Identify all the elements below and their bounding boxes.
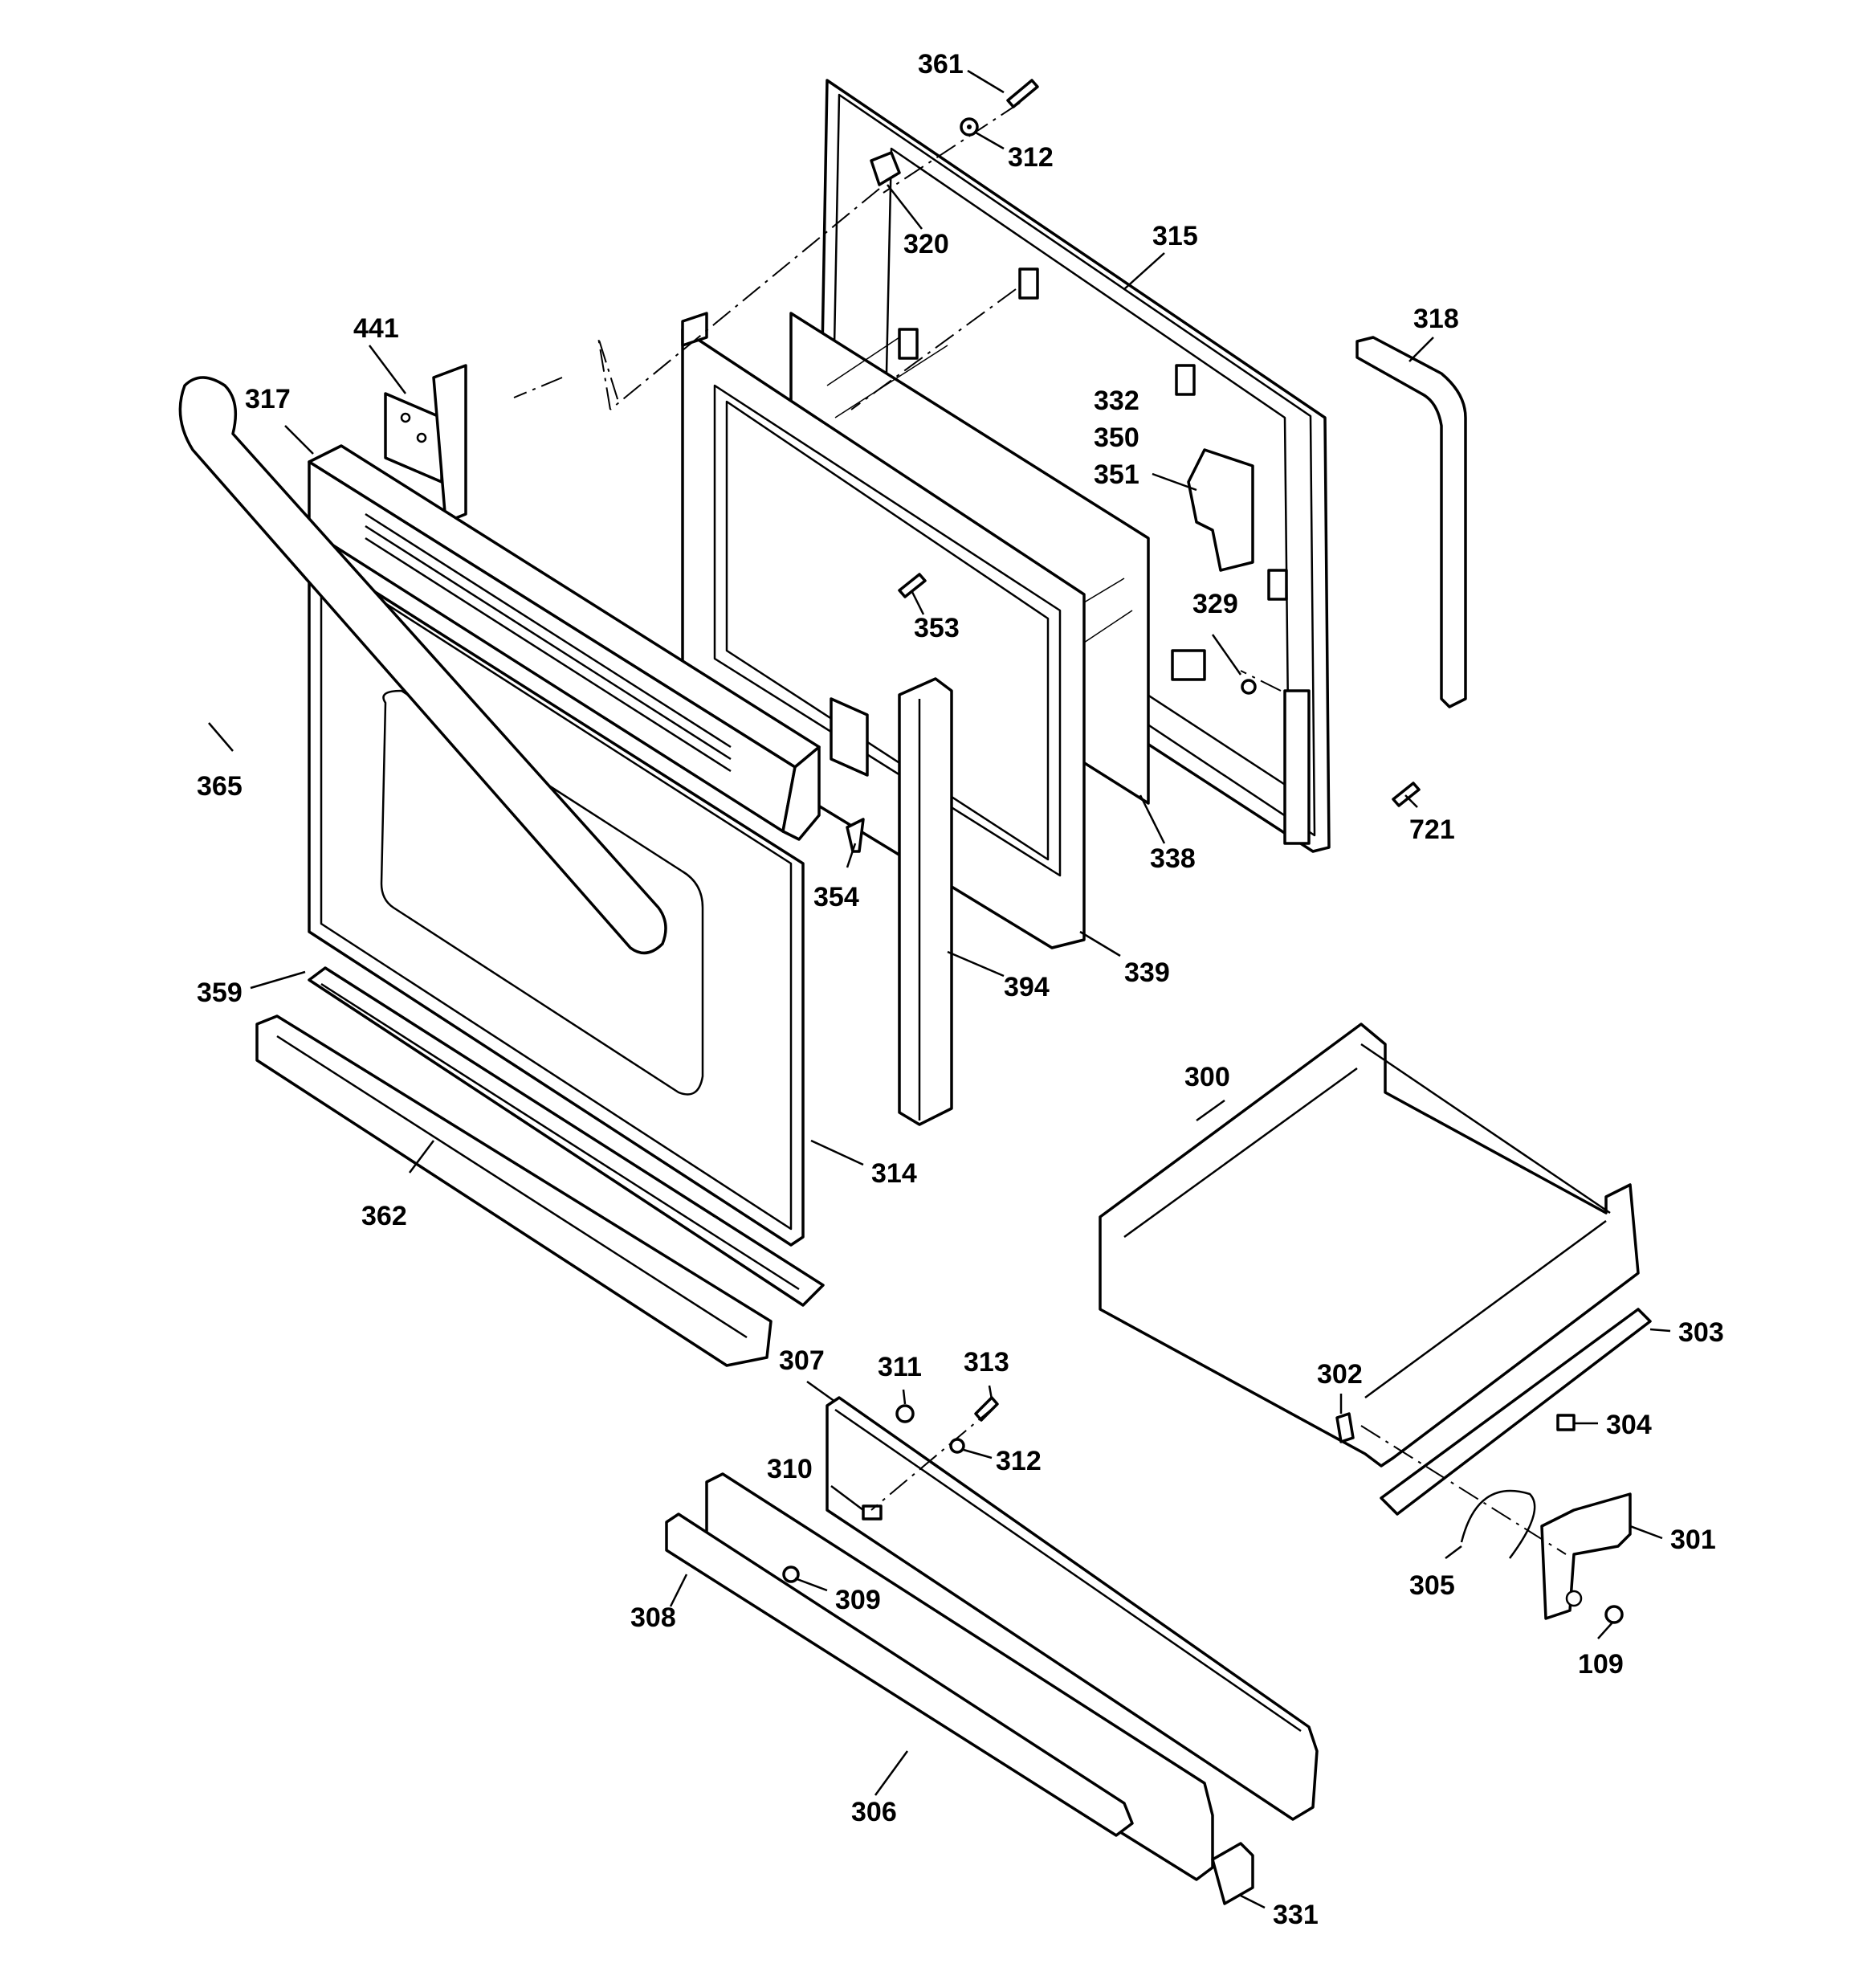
bottom-trim (308, 966, 825, 1307)
label-721: 721 (1409, 814, 1455, 845)
label-394: 394 (1004, 972, 1050, 1002)
screw-309 (782, 1565, 800, 1583)
label-314: 314 (871, 1158, 917, 1189)
clip-304 (1556, 1414, 1576, 1431)
label-304: 304 (1606, 1410, 1652, 1440)
label-109: 109 (1578, 1649, 1624, 1680)
label-318: 318 (1413, 304, 1459, 334)
label-351: 351 (1094, 459, 1139, 490)
rear-bracket (1540, 1492, 1632, 1620)
nut-311 (895, 1404, 915, 1423)
label-309: 309 (835, 1585, 881, 1615)
inner-door-liner (817, 79, 1331, 853)
clip-310 (862, 1504, 883, 1521)
label-320: 320 (903, 229, 949, 259)
label-332: 332 (1094, 386, 1139, 416)
glass-frame (681, 312, 1086, 949)
washer-312-top (960, 117, 979, 137)
label-311: 311 (878, 1352, 922, 1382)
label-308: 308 (630, 1602, 676, 1633)
assembly-lines (513, 102, 1567, 1555)
door-handle (178, 376, 667, 955)
label-339: 339 (1124, 957, 1170, 988)
label-313: 313 (964, 1347, 1009, 1378)
vent-trim (308, 444, 821, 841)
nut-109 (1604, 1605, 1624, 1624)
drawer-front-panel (826, 1396, 1319, 1821)
label-331: 331 (1273, 1900, 1319, 1930)
door-gasket (1355, 336, 1467, 708)
bushing-302 (1335, 1412, 1355, 1443)
label-307: 307 (779, 1345, 825, 1376)
spring-clip (1460, 1489, 1536, 1559)
screw-361 (1006, 79, 1039, 108)
leader-lines (208, 69, 1671, 1909)
label-441: 441 (353, 313, 399, 344)
label-300: 300 (1184, 1062, 1230, 1092)
label-302: 302 (1317, 1359, 1363, 1390)
label-312-lower: 312 (996, 1446, 1042, 1476)
label-338: 338 (1150, 843, 1196, 874)
label-350: 350 (1094, 423, 1139, 453)
label-303: 303 (1678, 1317, 1724, 1348)
screw-313 (974, 1396, 999, 1422)
hinge-bracket (384, 364, 467, 524)
label-306: 306 (851, 1797, 897, 1827)
label-359: 359 (197, 978, 243, 1008)
drawer-handle (665, 1512, 1134, 1837)
label-310: 310 (767, 1454, 813, 1484)
label-315: 315 (1152, 221, 1198, 251)
label-354: 354 (813, 882, 859, 912)
label-317: 317 (245, 384, 291, 414)
label-329: 329 (1192, 589, 1238, 619)
part-labels: 361 312 320 315 318 441 317 332 350 351 … (197, 49, 1724, 1930)
screw-721 (1392, 782, 1421, 807)
label-312-top: 312 (1008, 142, 1054, 173)
screw-354 (846, 818, 865, 853)
label-365: 365 (197, 771, 243, 802)
label-305: 305 (1409, 1570, 1455, 1601)
washer-312-lower (949, 1438, 965, 1454)
label-301: 301 (1670, 1525, 1716, 1555)
drawer-rail (1380, 1308, 1652, 1516)
lower-trim (255, 1014, 773, 1367)
label-362: 362 (361, 1201, 407, 1231)
side-trim (830, 677, 953, 1126)
label-361: 361 (918, 49, 964, 80)
drawer-body (1099, 1023, 1640, 1468)
bracket-331 (1211, 1842, 1254, 1905)
clip-329 (1241, 679, 1257, 695)
screw-353 (898, 573, 927, 598)
label-353: 353 (914, 613, 960, 643)
